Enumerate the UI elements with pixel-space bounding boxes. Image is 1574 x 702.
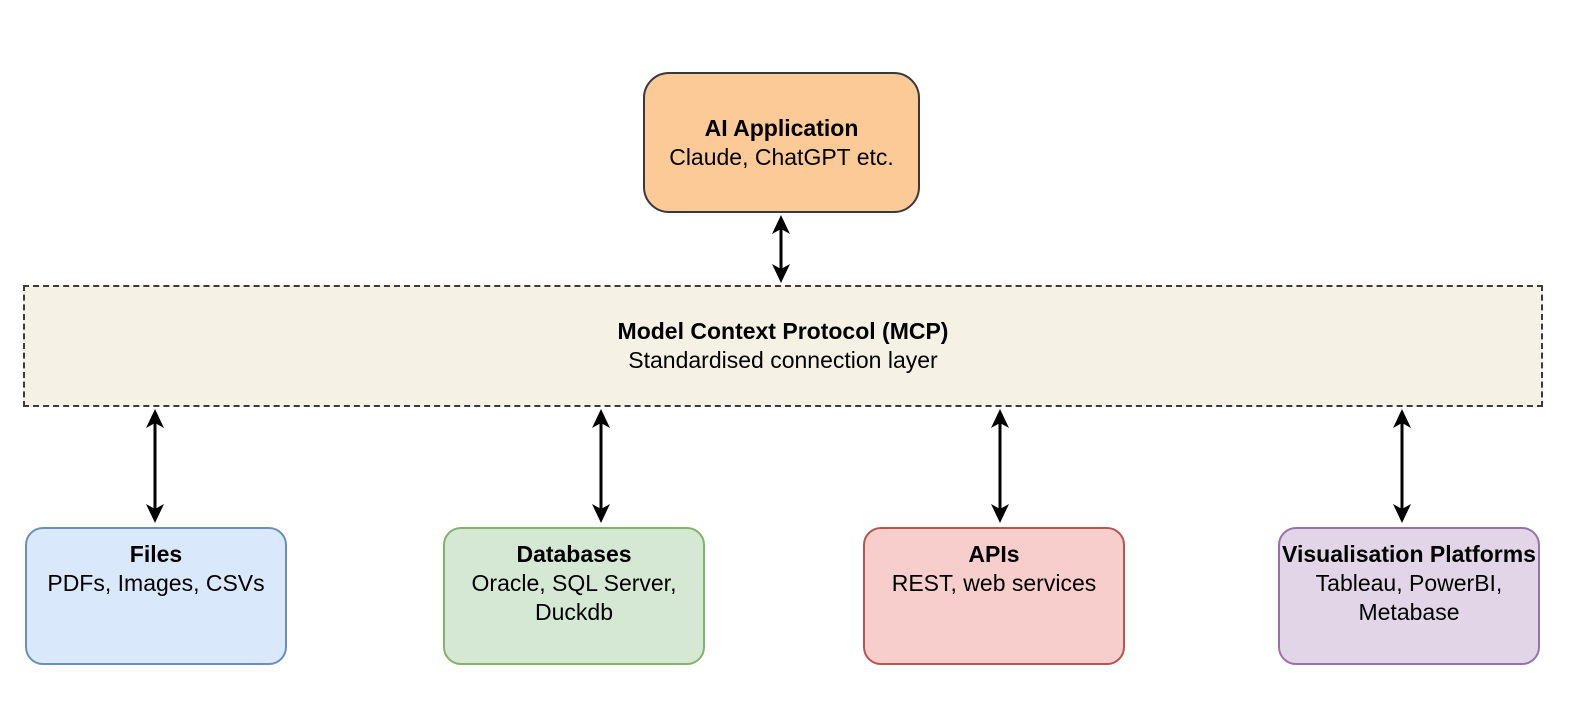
arrowhead-up-icon — [1393, 409, 1411, 428]
arrowhead-up-icon — [146, 409, 164, 428]
arrow-mcp-apis — [991, 409, 1009, 523]
node-subtitle: Claude, ChatGPT etc. — [669, 143, 894, 170]
node-ai-application: AI Application Claude, ChatGPT etc. — [643, 72, 920, 213]
node-subtitle: Oracle, SQL Server, Duckdb — [471, 569, 677, 625]
node-title: APIs — [968, 541, 1020, 567]
node-apis: APIs REST, web services — [863, 527, 1125, 665]
arrowhead-down-icon — [1393, 504, 1411, 523]
arrow-mcp-files — [146, 409, 164, 523]
node-mcp-layer: Model Context Protocol (MCP) Standardise… — [23, 285, 1543, 407]
node-databases: Databases Oracle, SQL Server, Duckdb — [443, 527, 705, 665]
arrowhead-down-icon — [991, 504, 1009, 523]
arrowhead-down-icon — [772, 264, 790, 283]
node-title: AI Application — [704, 114, 859, 141]
node-visualisation-platforms: Visualisation Platforms Tableau, PowerBI… — [1278, 527, 1540, 665]
arrowhead-up-icon — [991, 409, 1009, 428]
node-subtitle: PDFs, Images, CSVs — [47, 569, 265, 596]
arrowhead-up-icon — [772, 215, 790, 234]
node-title: Files — [129, 541, 183, 567]
arrow-ai-mcp — [772, 215, 790, 283]
arrowhead-up-icon — [592, 409, 610, 428]
node-title: Databases — [516, 541, 632, 567]
arrow-mcp-databases — [592, 409, 610, 523]
arrow-mcp-visualisation — [1393, 409, 1411, 523]
arrowhead-down-icon — [146, 504, 164, 523]
node-subtitle: REST, web services — [891, 569, 1097, 596]
node-files: Files PDFs, Images, CSVs — [25, 527, 287, 665]
node-subtitle: Standardised connection layer — [628, 347, 938, 373]
node-subtitle: Tableau, PowerBI, Metabase — [1315, 569, 1503, 625]
node-title: Model Context Protocol (MCP) — [617, 318, 949, 345]
node-title: Visualisation Platforms — [1282, 541, 1536, 567]
arrowhead-down-icon — [592, 504, 610, 523]
